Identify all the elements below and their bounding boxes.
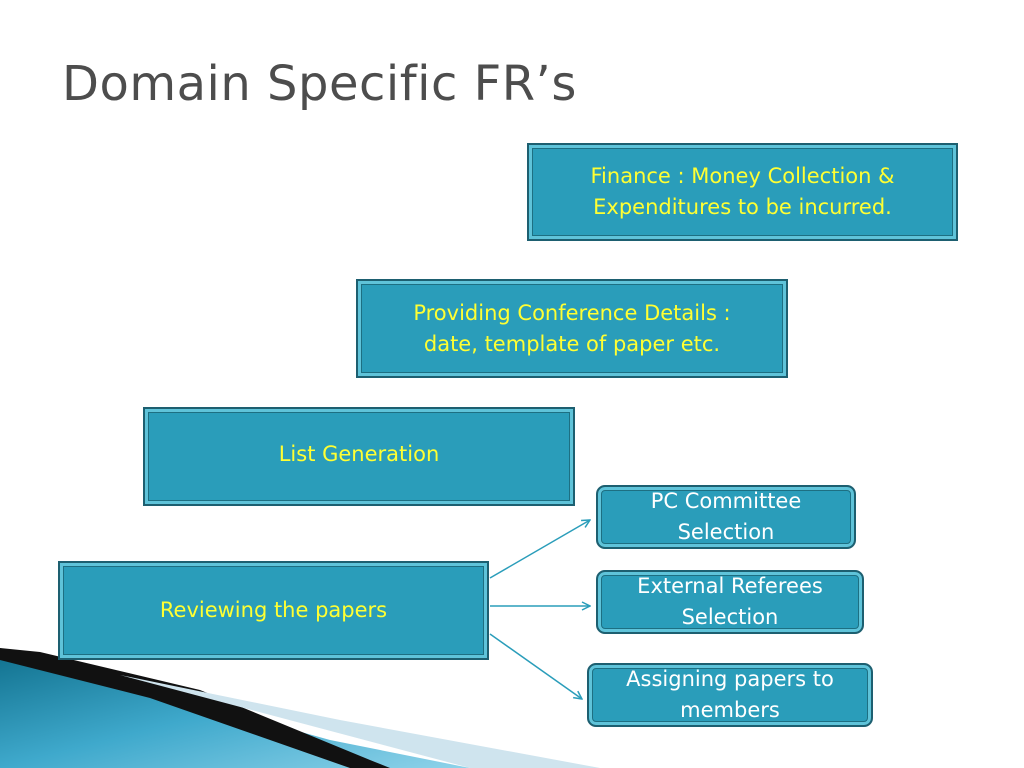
list-generation-label: List Generation [278,442,440,466]
list-generation-box: List Generation [143,407,575,506]
pc-committee-line-1: PC Committee [650,489,802,513]
external-referees-line-2: Selection [681,605,779,629]
finance-line-2: Expenditures to be incurred. [593,195,892,219]
finance-box: Finance : Money Collection & Expenditure… [527,143,958,241]
page-title: Domain Specific FR’s [62,56,577,112]
finance-line-1: Finance : Money Collection & [590,164,895,188]
assigning-papers-line-2: members [680,698,780,722]
conference-details-box: Providing Conference Details : date, tem… [356,279,788,378]
external-referees-line-1: External Referees [637,574,823,598]
assigning-papers-box: Assigning papers to members [587,663,873,727]
reviewing-papers-box: Reviewing the papers [58,561,489,660]
external-referees-box: External Referees Selection [596,570,864,634]
arrow-to-pc-committee [489,520,590,579]
conference-details-line-1: Providing Conference Details : [413,300,731,325]
pc-committee-line-2: Selection [677,520,775,544]
reviewing-papers-label: Reviewing the papers [159,598,388,622]
conference-details-line-2: date, template of paper etc. [423,331,721,356]
assigning-papers-line-1: Assigning papers to [626,667,834,691]
arrow-to-assigning-papers [489,633,582,699]
pc-committee-box: PC Committee Selection [596,485,856,549]
